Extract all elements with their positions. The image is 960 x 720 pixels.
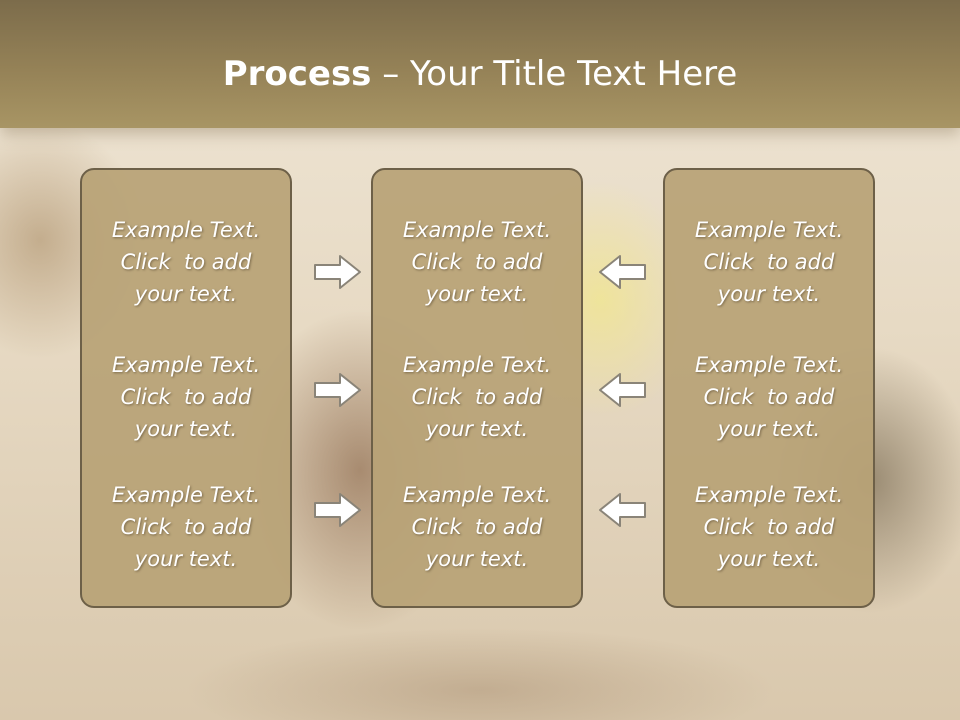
text-line: your text. <box>134 417 238 441</box>
text-line: Click to add <box>120 515 252 539</box>
text-placeholder[interactable]: Example Text. Click to add your text. <box>665 349 873 445</box>
text-line: Example Text. <box>111 353 261 377</box>
text-line: Click to add <box>411 385 543 409</box>
text-line: Example Text. <box>694 483 844 507</box>
title-rest: – Your Title Text Here <box>371 54 738 94</box>
text-placeholder[interactable]: Example Text. Click to add your text. <box>82 214 290 310</box>
text-line: Click to add <box>703 385 835 409</box>
text-line: Click to add <box>411 250 543 274</box>
title-bar: Process – Your Title Text Here <box>0 0 960 128</box>
text-placeholder[interactable]: Example Text. Click to add your text. <box>373 349 581 445</box>
text-placeholder[interactable]: Example Text. Click to add your text. <box>82 479 290 575</box>
text-placeholder[interactable]: Example Text. Click to add your text. <box>373 214 581 310</box>
text-line: Click to add <box>703 515 835 539</box>
text-line: your text. <box>717 417 821 441</box>
panel-middle: Example Text. Click to add your text. Ex… <box>371 168 583 608</box>
text-line: Example Text. <box>402 218 552 242</box>
text-placeholder[interactable]: Example Text. Click to add your text. <box>665 479 873 575</box>
panel-right: Example Text. Click to add your text. Ex… <box>663 168 875 608</box>
text-placeholder[interactable]: Example Text. Click to add your text. <box>665 214 873 310</box>
text-placeholder[interactable]: Example Text. Click to add your text. <box>373 479 581 575</box>
text-line: Example Text. <box>111 483 261 507</box>
arrow-right-icon <box>314 493 361 527</box>
arrow-left-icon <box>599 255 646 289</box>
text-placeholder[interactable]: Example Text. Click to add your text. <box>82 349 290 445</box>
text-line: Example Text. <box>694 353 844 377</box>
text-line: your text. <box>717 547 821 571</box>
arrow-left-icon <box>599 373 646 407</box>
text-line: Example Text. <box>694 218 844 242</box>
text-line: Example Text. <box>111 218 261 242</box>
panel-left: Example Text. Click to add your text. Ex… <box>80 168 292 608</box>
text-line: your text. <box>425 282 529 306</box>
text-line: your text. <box>425 547 529 571</box>
text-line: your text. <box>134 547 238 571</box>
title-bold: Process <box>222 54 372 94</box>
arrow-right-icon <box>314 255 361 289</box>
arrow-left-icon <box>599 493 646 527</box>
text-line: your text. <box>717 282 821 306</box>
text-line: your text. <box>425 417 529 441</box>
text-line: Example Text. <box>402 483 552 507</box>
text-line: Click to add <box>120 250 252 274</box>
text-line: Click to add <box>120 385 252 409</box>
slide-title[interactable]: Process – Your Title Text Here <box>0 52 960 96</box>
text-line: Example Text. <box>402 353 552 377</box>
text-line: your text. <box>134 282 238 306</box>
text-line: Click to add <box>703 250 835 274</box>
arrow-right-icon <box>314 373 361 407</box>
text-line: Click to add <box>411 515 543 539</box>
